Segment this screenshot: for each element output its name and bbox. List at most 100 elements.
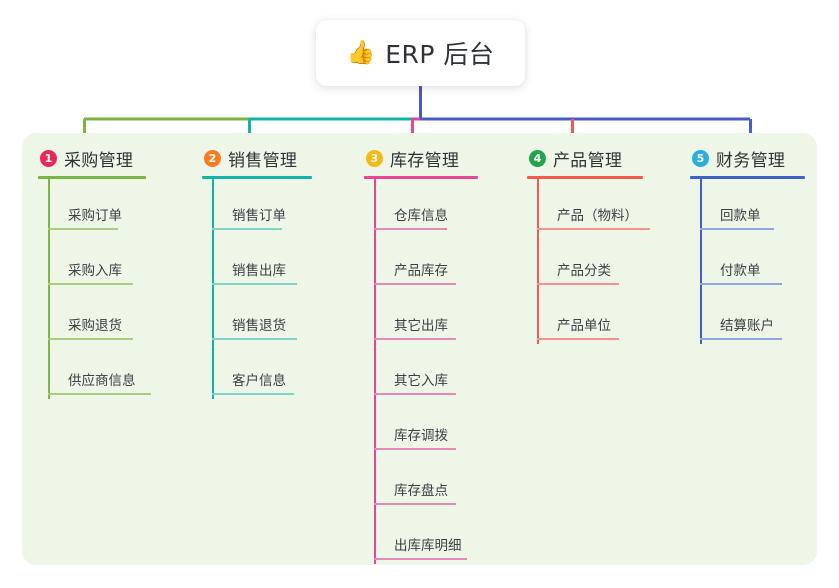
branch-item-underline	[374, 338, 456, 340]
branch-item[interactable]: 销售出库	[202, 234, 312, 289]
thumbs-up-icon: 👍	[346, 39, 376, 66]
branches-panel	[22, 133, 817, 565]
branch-item[interactable]: 出库库明细	[364, 509, 478, 564]
branch-item[interactable]: 其它出库	[364, 289, 478, 344]
branch-item-underline	[374, 228, 447, 230]
branch-item-label: 产品库存	[394, 263, 448, 279]
branch-item-underline	[374, 503, 456, 505]
branch-item-label: 出库库明细	[394, 538, 462, 554]
branch-title: 销售管理	[228, 150, 298, 171]
branch-item[interactable]: 库存调拨	[364, 399, 478, 454]
branch-item-underline	[212, 338, 297, 340]
branch-item-label: 其它出库	[394, 318, 448, 334]
branch-item-label: 供应商信息	[68, 373, 136, 389]
branch-item-underline	[48, 228, 118, 230]
branch-item-underline	[537, 228, 650, 230]
branch-column-2[interactable]: 2 销售管理销售订单销售出库销售退货客户信息	[202, 146, 312, 399]
branch-items: 仓库信息产品库存其它出库其它入库库存调拨库存盘点出库库明细	[364, 179, 478, 564]
branch-title: 库存管理	[390, 150, 460, 171]
branch-item[interactable]: 销售订单	[202, 179, 312, 234]
branch-item[interactable]: 产品单位	[527, 289, 643, 344]
branch-item-underline	[700, 338, 782, 340]
branch-items: 回款单付款单结算账户	[690, 179, 805, 344]
branch-header-2[interactable]: 2 销售管理	[202, 146, 312, 171]
branch-item[interactable]: 采购入库	[38, 234, 146, 289]
branch-title: 产品管理	[553, 150, 623, 171]
branch-item[interactable]: 库存盘点	[364, 454, 478, 509]
branch-header-underline	[527, 176, 643, 179]
branch-spine	[537, 179, 539, 344]
branch-item[interactable]: 其它入库	[364, 344, 478, 399]
branch-item[interactable]: 结算账户	[690, 289, 805, 344]
branch-column-3[interactable]: 3 库存管理仓库信息产品库存其它出库其它入库库存调拨库存盘点出库库明细	[364, 146, 478, 564]
branch-item-underline	[212, 228, 282, 230]
branch-item[interactable]: 回款单	[690, 179, 805, 234]
root-node-label: ERP 后台	[385, 40, 495, 69]
branch-item-label: 产品分类	[557, 263, 611, 279]
branch-item-label: 产品（物料）	[557, 208, 638, 224]
branch-item-label: 库存调拨	[394, 428, 448, 444]
branch-item-underline	[700, 283, 782, 285]
branch-header-5[interactable]: 5 财务管理	[690, 146, 805, 171]
branch-items: 产品（物料） 产品分类产品单位	[527, 179, 650, 344]
branch-header-underline	[202, 176, 312, 179]
branch-item-underline	[537, 283, 619, 285]
branch-item-label: 回款单	[720, 208, 761, 224]
branch-spine	[374, 179, 376, 564]
branch-spine	[700, 179, 702, 344]
branch-item-underline	[374, 283, 456, 285]
branch-number-badge: 1	[40, 149, 57, 167]
branch-column-1[interactable]: 1 采购管理采购订单采购入库采购退货供应商信息	[38, 146, 151, 399]
branch-item-label: 采购入库	[68, 263, 122, 279]
branch-number-badge: 5	[692, 149, 709, 167]
branch-item[interactable]: 销售退货	[202, 289, 312, 344]
branch-item-label: 产品单位	[557, 318, 611, 334]
branch-item-underline	[374, 448, 456, 450]
branch-item-label: 销售退货	[232, 318, 286, 334]
branch-item-label: 其它入库	[394, 373, 448, 389]
branch-number-badge: 3	[366, 149, 383, 167]
branch-item-underline	[374, 558, 467, 560]
branch-column-5[interactable]: 5 财务管理回款单付款单结算账户	[690, 146, 805, 344]
branch-items: 销售订单销售出库销售退货客户信息	[202, 179, 312, 399]
branch-item-underline	[212, 393, 294, 395]
branch-item-label: 库存盘点	[394, 483, 448, 499]
branch-title: 采购管理	[64, 150, 134, 171]
branch-item-underline	[48, 338, 133, 340]
branch-number-badge: 4	[529, 149, 546, 167]
branch-item-underline	[374, 393, 456, 395]
branch-spine	[212, 179, 214, 399]
branch-item[interactable]: 采购订单	[38, 179, 146, 234]
branch-header-4[interactable]: 4 产品管理	[527, 146, 643, 171]
branch-header-3[interactable]: 3 库存管理	[364, 146, 478, 171]
branch-item-label: 采购订单	[68, 208, 122, 224]
branch-items: 采购订单采购入库采购退货供应商信息	[38, 179, 151, 399]
branch-header-underline	[690, 176, 805, 179]
branch-item-label: 仓库信息	[394, 208, 448, 224]
branch-item[interactable]: 付款单	[690, 234, 805, 289]
branch-header-underline	[38, 176, 146, 179]
branch-title: 财务管理	[716, 150, 786, 171]
branch-item[interactable]: 供应商信息	[38, 344, 151, 399]
branch-item-label: 结算账户	[720, 318, 774, 334]
branch-item[interactable]: 产品（物料）	[527, 179, 650, 234]
branch-item-label: 销售出库	[232, 263, 286, 279]
branch-header-1[interactable]: 1 采购管理	[38, 146, 146, 171]
branch-item-label: 客户信息	[232, 373, 286, 389]
branch-item[interactable]: 产品分类	[527, 234, 643, 289]
branch-item[interactable]: 客户信息	[202, 344, 312, 399]
branch-item[interactable]: 产品库存	[364, 234, 478, 289]
branch-column-4[interactable]: 4 产品管理产品（物料） 产品分类产品单位	[527, 146, 650, 344]
branch-item[interactable]: 采购退货	[38, 289, 146, 344]
root-node[interactable]: 👍 ERP 后台	[316, 20, 525, 86]
branch-item-underline	[537, 338, 619, 340]
branch-item-label: 销售订单	[232, 208, 286, 224]
branch-item-underline	[700, 228, 774, 230]
branch-number-badge: 2	[204, 149, 221, 167]
branch-item-label: 采购退货	[68, 318, 122, 334]
branch-item-underline	[48, 393, 151, 395]
branch-item[interactable]: 仓库信息	[364, 179, 478, 234]
branch-item-label: 付款单	[720, 263, 761, 279]
branch-item-underline	[212, 283, 297, 285]
